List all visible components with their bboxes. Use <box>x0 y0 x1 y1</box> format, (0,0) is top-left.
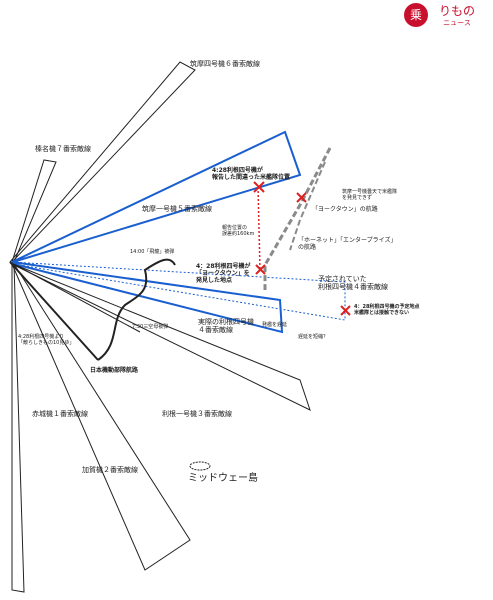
search-line-tone1-3 <box>12 263 311 411</box>
label-kaga2: 加賀機２番索敵線 <box>82 466 138 474</box>
position-error-line <box>257 186 261 271</box>
label-hornet-route: 「ホーネット」「エンタープライズ」 の航路 <box>298 237 397 251</box>
label-tone4-found: 4：28利根四号機が 「ヨークタウン」を 発見した地点 <box>196 263 251 284</box>
label-delay-range: 遅延を短縮？ <box>298 334 329 340</box>
label-planned-point: 4：28利根四号機の予定地点 米艦隊とは接触できない <box>354 304 420 316</box>
label-midway: ミッドウェー島 <box>188 473 258 484</box>
logo-brand: りもの <box>439 4 475 18</box>
label-delay-note: 4:28利根四号機より 「敵らしきもの10見ゆ」 <box>18 334 75 346</box>
hornet-enterprise-route <box>289 161 326 251</box>
label-hiryu: 14:00「飛龍」被弾 <box>130 249 175 255</box>
japan-carrier-route <box>97 258 176 361</box>
x-mark-yorktown-found <box>255 264 266 275</box>
label-error: 報告位置の 誤差約160km <box>222 225 255 237</box>
logo-mark: 乗 <box>410 8 422 22</box>
yorktown-route <box>263 147 332 290</box>
search-line-haruna7 <box>11 159 57 263</box>
search-line-akagi1 <box>11 263 25 593</box>
x-mark-chikuma1 <box>296 192 307 203</box>
x-mark-planned-point <box>340 305 351 316</box>
label-chikuma1-note: 筑摩一号機曇天で米艦隊 を発見できず <box>342 189 398 201</box>
label-japan-route: 日本機動部隊航路 <box>90 367 139 374</box>
search-line-tone4-planned <box>11 261 346 321</box>
search-line-chikuma4-6 <box>9 61 196 263</box>
label-tone4-planned: 予定されていた 利根四号機４番索敵線 <box>318 275 388 292</box>
label-haruna7: 榛名機７番索敵線 <box>35 145 91 153</box>
label-tone1-3: 利根一号機３番索敵線 <box>162 410 232 418</box>
x-mark-reported-position <box>253 181 265 193</box>
midway-island-shape <box>189 461 211 471</box>
brand-logo: 乗 りもの ニュース <box>403 2 489 28</box>
label-yorktown-route: 「ヨークタウン」の航路 <box>312 206 378 213</box>
label-tone4-reported: 4:28利根四号機が 報告した間違った米艦隊位置 <box>212 167 291 181</box>
label-delay: 発艦を遅延 <box>262 322 288 328</box>
label-akagi1: 赤城機１番索敵線 <box>32 410 88 418</box>
logo-sub: ニュース <box>443 19 471 27</box>
label-chikuma1-5: 筑摩一号機５番索敵線 <box>142 205 212 213</box>
search-line-kaga2 <box>11 263 191 571</box>
label-chikuma4-6: 筑摩四号機６番索敵線 <box>190 60 260 68</box>
label-akagi-hit: 7:30三空母被弾 <box>132 324 169 330</box>
search-line-chikuma1-5 <box>11 130 302 263</box>
label-tone4-actual: 実際の利根四号機 ４番索敵線 <box>198 318 254 335</box>
